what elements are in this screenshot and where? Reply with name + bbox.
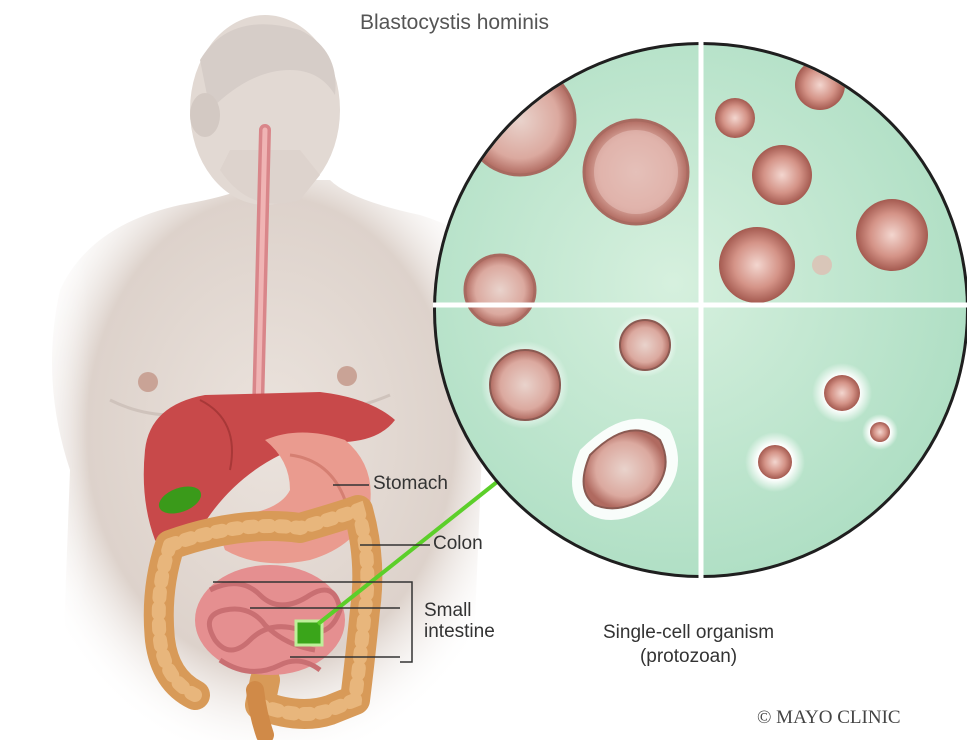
nipple-right — [337, 366, 357, 386]
microscope-view — [430, 40, 967, 580]
small-intestine-label: Small intestine — [424, 600, 495, 642]
small-intestine-label-line2: intestine — [424, 621, 495, 642]
stomach-label: Stomach — [373, 473, 448, 495]
highlight-marker — [296, 621, 322, 645]
small-intestine-label-line1: Small — [424, 600, 495, 621]
nipple-left — [138, 372, 158, 392]
diagram-title: Blastocystis hominis — [360, 12, 549, 34]
copyright-notice: © MAYO CLINIC — [757, 707, 901, 729]
colon-label: Colon — [433, 533, 483, 555]
organism-caption-line2: (protozoan) — [603, 645, 774, 669]
organism-caption-line1: Single-cell organism — [603, 621, 774, 645]
organism-caption: Single-cell organism (protozoan) — [603, 621, 774, 669]
